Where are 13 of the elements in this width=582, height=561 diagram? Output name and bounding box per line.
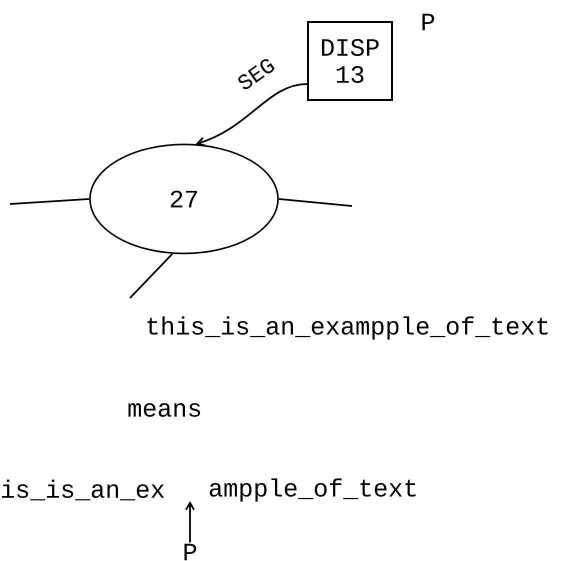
edge-label: SEG <box>234 55 278 93</box>
process-box: DISP 13 <box>307 21 393 101</box>
arrow <box>185 500 195 543</box>
connector-line <box>129 253 173 299</box>
text-line: this_is_an_exampple_of_text <box>148 316 548 340</box>
point-label: P <box>422 14 434 30</box>
connector-line <box>10 198 90 205</box>
text-line: means <box>128 403 200 417</box>
connector-line <box>278 198 352 207</box>
arrow <box>196 83 308 146</box>
text-line: ampple_of_text <box>210 478 416 502</box>
pointer-label: P <box>184 544 196 560</box>
text-line: is_is_an_ex <box>2 480 164 500</box>
